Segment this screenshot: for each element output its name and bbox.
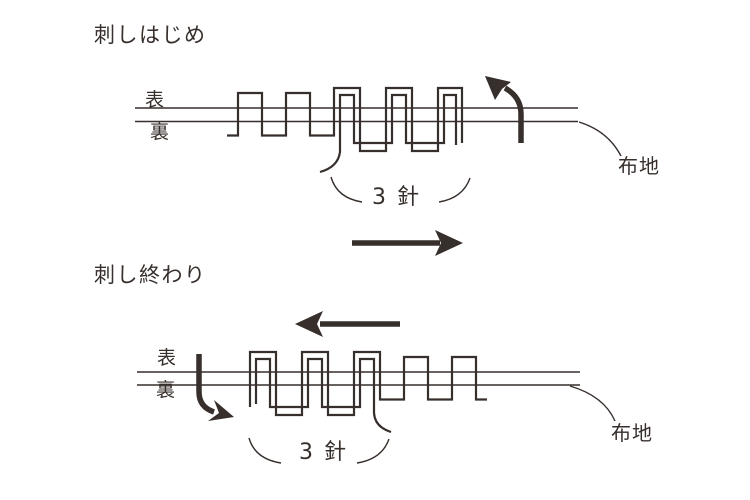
- back-side-label-top: 裏: [150, 121, 170, 143]
- stitch-count-top: 3 針: [372, 185, 421, 210]
- thread-pull-down-line: [196, 354, 215, 415]
- start-diagram: [135, 76, 622, 203]
- fabric-pointer-top: [578, 121, 622, 157]
- end-diagram: [137, 311, 616, 464]
- arrow-left-icon: [295, 311, 323, 337]
- span-bracket-right-top: [438, 177, 471, 203]
- fabric-label-top: 布地: [618, 154, 660, 178]
- return-thread-bottom: [254, 357, 392, 434]
- thread-pull-up-line: [503, 85, 524, 143]
- span-bracket-left-bottom: [248, 437, 282, 464]
- return-thread-top: [319, 93, 458, 174]
- span-bracket-right-bottom: [356, 438, 390, 464]
- stitch-path-bottom: [248, 350, 487, 417]
- fabric-lines-bottom: [137, 371, 580, 386]
- fabric-pointer-bottom: [569, 385, 616, 422]
- front-side-label-bottom: 表: [157, 347, 177, 369]
- fabric-lines-top: [135, 107, 578, 123]
- stitch-path-top: [227, 86, 464, 153]
- span-bracket-left-top: [330, 176, 363, 203]
- stitch-count-bottom: 3 針: [299, 440, 348, 465]
- front-side-label-top: 表: [145, 89, 165, 111]
- start-title: 刺しはじめ: [94, 23, 207, 47]
- back-side-label-bottom: 裏: [156, 379, 176, 401]
- curved-arrow-down-right-icon: [208, 400, 234, 421]
- curved-arrow-up-left-icon: [485, 76, 511, 100]
- direction-arrow-middle: [352, 230, 463, 256]
- arrow-right-icon: [435, 230, 463, 256]
- fabric-label-bottom: 布地: [611, 421, 653, 445]
- end-title: 刺し終わり: [94, 263, 207, 287]
